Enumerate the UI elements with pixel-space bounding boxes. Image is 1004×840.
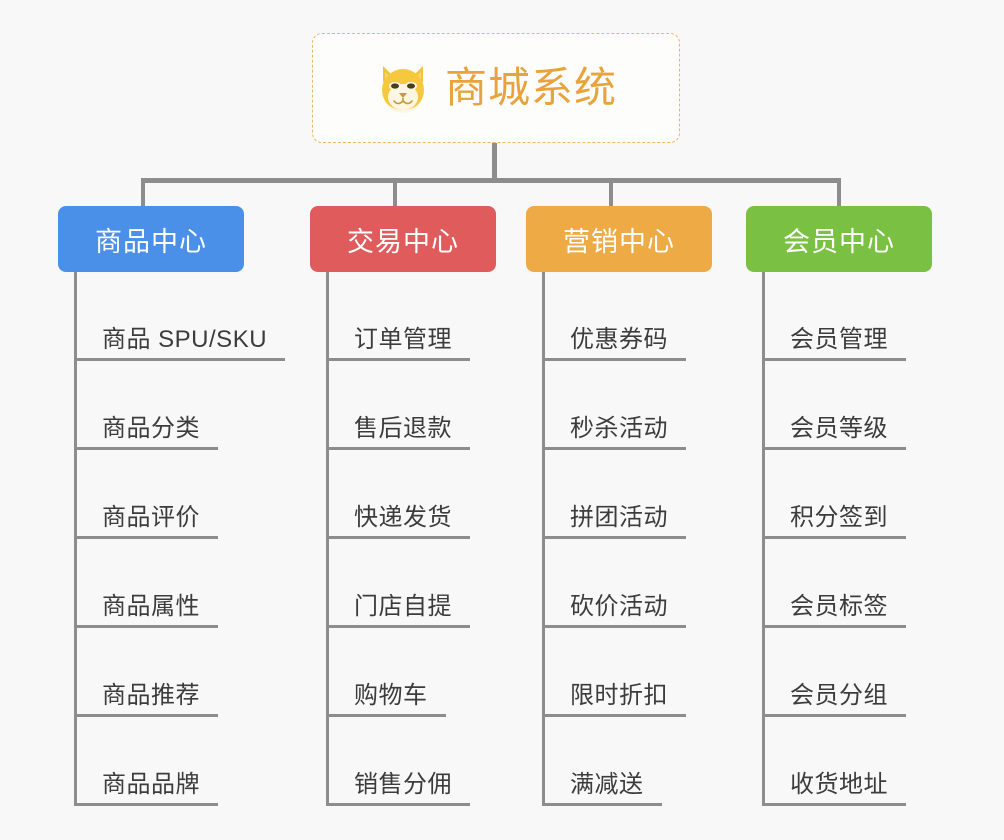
leaf-label: 订单管理 [354,325,452,353]
list-item[interactable]: 会员标签 [746,539,932,628]
leaf-label: 商品评价 [102,503,200,531]
list-item[interactable]: 拼团活动 [526,450,712,539]
list-item[interactable]: 商品属性 [58,539,244,628]
leaf-list-product-center: 商品 SPU/SKU 商品分类 商品评价 商品属性 商品推荐 商品品牌 [58,272,286,806]
leaf-label: 优惠券码 [570,325,668,353]
leaf-label: 会员分组 [790,681,888,709]
connector-drop-2 [393,178,397,208]
branch-header-member-center[interactable]: 会员中心 [746,206,932,272]
branch-column-member-center: 会员中心 会员管理 会员等级 积分签到 会员标签 会员分组 收货地址 [746,206,932,806]
leaf-label: 积分签到 [790,503,888,531]
branch-column-trade-center: 交易中心 订单管理 售后退款 快递发货 门店自提 购物车 销售分佣 [310,206,496,806]
leaf-label: 拼团活动 [570,503,668,531]
leaf-label: 商品 SPU/SKU [102,325,268,353]
list-item[interactable]: 满减送 [526,717,712,806]
branch-spine [542,272,545,806]
shiba-dog-face-icon [381,66,424,113]
list-item[interactable]: 订单管理 [310,272,496,361]
branch-header-trade-center[interactable]: 交易中心 [310,206,496,272]
leaf-list-trade-center: 订单管理 售后退款 快递发货 门店自提 购物车 销售分佣 [310,272,496,806]
list-item[interactable]: 商品评价 [58,450,244,539]
leaf-label: 门店自提 [354,592,452,620]
list-item[interactable]: 会员管理 [746,272,932,361]
list-item[interactable]: 商品品牌 [58,717,244,806]
list-item[interactable]: 会员分组 [746,628,932,717]
list-item[interactable]: 购物车 [310,628,496,717]
leaf-label: 商品分类 [102,414,200,442]
leaf-label: 收货地址 [790,770,888,798]
branch-header-label: 营销中心 [563,226,675,257]
list-item[interactable]: 砍价活动 [526,539,712,628]
leaf-label: 会员标签 [790,592,888,620]
branch-spine [326,272,329,806]
connector-horizontal-bus [141,178,841,183]
list-item[interactable]: 商品分类 [58,361,244,450]
branch-header-label: 交易中心 [347,226,459,257]
list-item[interactable]: 商品推荐 [58,628,244,717]
leaf-label: 快递发货 [354,503,452,531]
branch-header-label: 会员中心 [783,226,895,257]
leaf-label: 商品属性 [102,592,200,620]
list-item[interactable]: 限时折扣 [526,628,712,717]
leaf-label: 会员等级 [790,414,888,442]
connector-drop-3 [609,178,613,208]
leaf-label: 限时折扣 [570,681,668,709]
leaf-label: 会员管理 [790,325,888,353]
leaf-list-member-center: 会员管理 会员等级 积分签到 会员标签 会员分组 收货地址 [746,272,932,806]
leaf-label: 砍价活动 [570,592,668,620]
connector-drop-4 [837,178,841,208]
list-item[interactable]: 会员等级 [746,361,932,450]
leaf-label: 购物车 [354,681,428,709]
list-item[interactable]: 积分签到 [746,450,932,539]
branch-spine [762,272,765,806]
list-item[interactable]: 秒杀活动 [526,361,712,450]
connector-drop-1 [141,178,145,208]
leaf-label: 商品推荐 [102,681,200,709]
list-item[interactable]: 商品 SPU/SKU [58,272,286,361]
list-item[interactable]: 售后退款 [310,361,496,450]
branch-spine [74,272,77,806]
list-item[interactable]: 优惠券码 [526,272,712,361]
leaf-label: 商品品牌 [102,770,200,798]
leaf-label: 售后退款 [354,414,452,442]
branch-header-marketing-center[interactable]: 营销中心 [526,206,712,272]
root-node[interactable]: 商城系统 [312,33,680,143]
leaf-label: 满减送 [570,770,644,798]
list-item[interactable]: 收货地址 [746,717,932,806]
leaf-label: 秒杀活动 [570,414,668,442]
branch-column-marketing-center: 营销中心 优惠券码 秒杀活动 拼团活动 砍价活动 限时折扣 满减送 [526,206,712,806]
list-item[interactable]: 快递发货 [310,450,496,539]
branch-column-product-center: 商品中心 商品 SPU/SKU 商品分类 商品评价 商品属性 商品推荐 商品品牌 [58,206,286,806]
connector-root-trunk [492,143,497,181]
list-item[interactable]: 销售分佣 [310,717,496,806]
branch-header-label: 商品中心 [95,226,207,257]
leaf-list-marketing-center: 优惠券码 秒杀活动 拼团活动 砍价活动 限时折扣 满减送 [526,272,712,806]
branch-header-product-center[interactable]: 商品中心 [58,206,244,272]
leaf-label: 销售分佣 [354,770,452,798]
list-item[interactable]: 门店自提 [310,539,496,628]
root-title: 商城系统 [444,64,617,111]
